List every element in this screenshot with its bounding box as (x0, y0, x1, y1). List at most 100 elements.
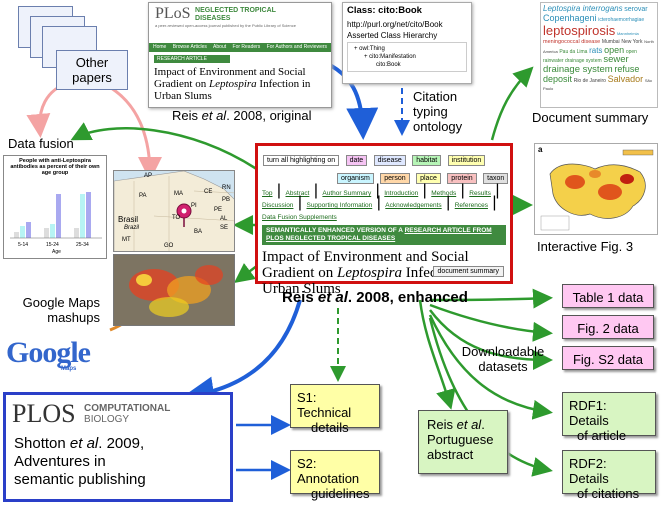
enhanced-section-nav: Top | Abstract | Author Summary | Introd… (262, 182, 500, 222)
summary-word-15[interactable]: refuse deposit (543, 64, 640, 84)
map-label-rn: RN (222, 185, 231, 191)
brazil-map-shape (114, 171, 234, 251)
enhanced-article-title: Impact of Environment and Social Gradien… (262, 249, 475, 297)
dataset-fig2[interactable]: Fig. 2 data (562, 315, 654, 339)
nav-introduction[interactable]: Introduction (384, 190, 419, 197)
summary-word-4[interactable]: leptospirosis (543, 23, 616, 38)
interactive-fig3[interactable]: a (534, 143, 658, 235)
orig-nav-readers[interactable]: For Readers (232, 44, 261, 50)
map-label-to: TO (172, 215, 181, 221)
map-label-go: GO (164, 243, 174, 249)
tag-date[interactable]: date (345, 155, 368, 166)
arrow-enhanced-to-fig2 (429, 303, 553, 342)
data-fusion-chart: People with anti-Leptospira antibodies a… (3, 155, 107, 259)
summary-word-13[interactable]: open rainwater drainage system (543, 49, 637, 64)
summary-word-10[interactable]: Pau da Lima (559, 49, 588, 55)
nav-author-summary[interactable]: Author Summary (322, 190, 372, 197)
plos-logo: PLoS (155, 5, 191, 22)
summary-caption: Document summary (532, 110, 649, 125)
map-country: Brasil (118, 215, 139, 224)
summary-word-12[interactable]: open (604, 45, 625, 55)
summary-word-11[interactable]: rats (589, 46, 603, 55)
summary-word-8[interactable]: New York (621, 39, 643, 45)
nav-acknowledgements[interactable]: Acknowledgements (385, 202, 442, 209)
tag-institution[interactable]: institution (447, 155, 486, 166)
enhanced-article-card: turn all highlighting on date disease ha… (255, 143, 513, 297)
map-label-al: AL (220, 216, 228, 222)
ntd-journal-name: NEGLECTED TROPICAL DISEASES (195, 7, 276, 22)
summary-word-17[interactable]: Salvador (607, 74, 644, 84)
map-label-se: SE (220, 225, 229, 231)
rdf2-box[interactable]: RDF2: Details of citations (562, 450, 656, 501)
rdf1-box[interactable]: RDF1: Details of article (562, 392, 656, 443)
portuguese-abstract[interactable]: Reis et al. Portuguese abstract (418, 410, 508, 474)
bar-g1-a (14, 232, 19, 238)
nav-abstract[interactable]: Abstract (285, 190, 310, 197)
datasets-caption: Downloadable datasets (461, 344, 545, 374)
cito-uri: http://purl.org/net/cito/Book (347, 20, 443, 29)
nav-references[interactable]: References (454, 202, 488, 209)
summary-word-5[interactable]: Mannheimia (616, 31, 639, 36)
plos-cb-journal: COMPUTATIONAL BIOLOGY (84, 403, 171, 425)
map-label-pi: PI (191, 203, 197, 209)
summary-word-3[interactable]: icterohaemorrhagiae (598, 17, 645, 23)
brazil-map[interactable]: AP PA MA PI CE RN PB PE AL SE BA TO GO M… (113, 170, 235, 252)
plos-cb-card[interactable]: PLOS COMPUTATIONAL BIOLOGY Shotton et al… (3, 392, 233, 502)
plos-cb-header: PLOS COMPUTATIONAL BIOLOGY (12, 399, 224, 429)
orig-nav-authors[interactable]: For Authors and Reviewers (266, 44, 328, 50)
summary-word-0[interactable]: Leptospira interrogans (543, 4, 623, 13)
s1-technical-details[interactable]: S1: Technical details (290, 384, 380, 435)
orig-nav-home[interactable]: Home (153, 44, 167, 50)
tag-person[interactable]: person (380, 173, 410, 184)
dataset-table1[interactable]: Table 1 data (562, 284, 654, 308)
document-summary-button[interactable]: document summary (432, 266, 504, 277)
nav-results[interactable]: Results (469, 190, 491, 197)
summary-word-18[interactable]: São Paulo (543, 78, 652, 91)
s2-annotation-guidelines[interactable]: S2: Annotation guidelines (290, 450, 380, 501)
summary-word-16[interactable]: Rio de Janeiro (573, 78, 606, 84)
map-label-ba: BA (194, 229, 203, 235)
original-section-label: RESEARCH ARTICLE (154, 55, 230, 63)
tag-protein[interactable]: protein (447, 173, 477, 184)
tag-disease[interactable]: disease (373, 155, 406, 166)
bar-g2-c (56, 194, 61, 238)
summary-word-7[interactable]: Mumbai (601, 39, 620, 45)
map-label-ap: AP (144, 173, 153, 179)
google-maps-caption: Google Maps mashups (22, 295, 100, 325)
orig-nav-browse[interactable]: Browse Articles (172, 44, 207, 50)
tag-place[interactable]: place (416, 173, 441, 184)
nav-discussion[interactable]: Discussion (262, 202, 294, 209)
semantic-buttons-row-2: organism person place protein taxon (262, 167, 509, 185)
semantic-buttons-row-1: turn all highlighting on date disease ha… (262, 149, 506, 167)
tag-taxon[interactable]: taxon (483, 173, 509, 184)
summary-word-9[interactable]: North America (543, 39, 654, 54)
nav-data-fusion[interactable]: Data Fusion Supplements (262, 214, 337, 221)
orig-nav-about[interactable]: About (213, 44, 227, 50)
cito-hierarchy-label: Asserted Class Hierarchy (347, 31, 438, 40)
google-maps-mashup[interactable] (113, 254, 235, 326)
nav-top[interactable]: Top (262, 190, 273, 197)
fig3-panel-letter: a (538, 145, 543, 154)
map-label-mt: MT (122, 237, 131, 243)
cito-hierarchy: + owl:Thing + cito:Manifestation cito:Bo… (347, 42, 467, 72)
google-logo-sub: Maps (61, 366, 77, 372)
tag-habitat[interactable]: habitat (412, 155, 442, 166)
highlight-all-button[interactable]: turn all highlighting on (263, 155, 340, 166)
plos-cb-citation: Shotton et al. 2009, Adventures in seman… (14, 435, 146, 488)
banner-link[interactable]: RESEARCH ARTICLE FROM PLOS NEGLECTED TRO… (266, 227, 492, 242)
nav-supporting-info[interactable]: Supporting Information (306, 202, 373, 209)
original-article-title: Impact of Environment and Social Gradien… (154, 66, 311, 102)
summary-word-14[interactable]: sewer drainage system (543, 54, 629, 75)
map-label-pa: PA (139, 193, 147, 199)
summary-word-2[interactable]: Copenhageni (543, 13, 597, 23)
mashup-heatmap (114, 255, 234, 325)
bar-g1-b (20, 226, 25, 238)
summary-word-6[interactable]: meningococcal disease (543, 39, 601, 45)
google-logo-text: Google (6, 336, 91, 369)
plos-ntd-header: PLoS NEGLECTED TROPICAL DISEASES a peer-… (149, 3, 331, 43)
tag-organism[interactable]: organism (337, 173, 374, 184)
nav-methods[interactable]: Methods (431, 190, 457, 197)
summary-word-1[interactable]: serovar (624, 6, 648, 13)
dataset-figs2[interactable]: Fig. S2 data (562, 346, 654, 370)
map-label-pe: PE (214, 207, 223, 213)
